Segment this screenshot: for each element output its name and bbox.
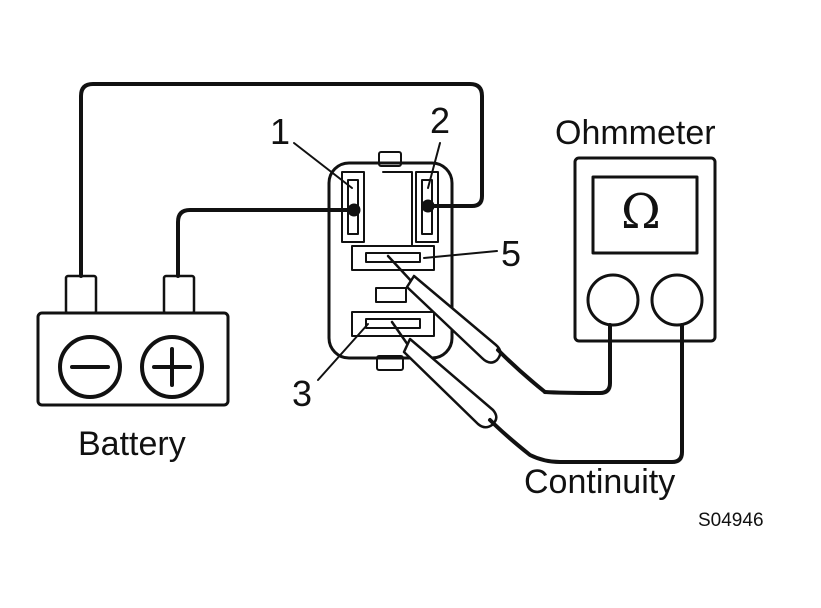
ohmmeter-display bbox=[591, 175, 699, 255]
continuity-label: Continuity bbox=[524, 463, 676, 501]
ohmmeter-label: Ohmmeter bbox=[555, 114, 716, 152]
lead-probe-5-to-meter bbox=[543, 323, 612, 395]
minus-icon bbox=[58, 335, 122, 399]
terminal-1-connection bbox=[347, 203, 361, 217]
terminal-2-connection bbox=[421, 199, 435, 213]
terminal-2-label: 2 bbox=[430, 100, 451, 141]
terminal-3-slot bbox=[351, 311, 435, 337]
leader-terminal-3 bbox=[317, 323, 369, 381]
ohmmeter bbox=[573, 156, 717, 343]
terminal-5-label: 5 bbox=[501, 233, 522, 274]
wire-negative-to-terminal-2 bbox=[79, 82, 484, 278]
ohmmeter-left-jack bbox=[586, 273, 640, 327]
relay-housing bbox=[327, 161, 454, 360]
relay-center-rib bbox=[382, 171, 413, 247]
relay-middle-slot bbox=[375, 287, 407, 303]
terminal-1-slot bbox=[341, 171, 365, 243]
battery-case bbox=[36, 311, 230, 407]
terminal-2-slot bbox=[415, 171, 439, 243]
wire-positive-to-terminal-1 bbox=[176, 208, 354, 278]
lead-probe-3-to-meter bbox=[488, 323, 684, 464]
ohmmeter-body bbox=[573, 156, 717, 343]
probe-terminal-3 bbox=[390, 320, 498, 429]
relay-top-tab bbox=[378, 151, 402, 167]
terminal-3-label: 3 bbox=[292, 373, 313, 414]
probe-terminal-5 bbox=[386, 254, 547, 394]
leader-terminal-5 bbox=[423, 250, 498, 259]
terminal-5-slot bbox=[351, 245, 435, 271]
plus-icon bbox=[140, 335, 204, 399]
ohmmeter-right-jack bbox=[650, 273, 704, 327]
battery-label: Battery bbox=[78, 425, 186, 463]
leader-terminal-1 bbox=[293, 142, 353, 189]
relay-bottom-tab bbox=[376, 355, 404, 371]
battery bbox=[36, 274, 230, 407]
leader-terminal-2 bbox=[427, 142, 441, 189]
terminal-3-blade bbox=[365, 318, 421, 329]
ohm-symbol: Ω bbox=[621, 184, 661, 240]
battery-positive-post bbox=[162, 274, 196, 315]
terminal-1-label: 1 bbox=[270, 111, 291, 152]
battery-negative-post bbox=[64, 274, 98, 315]
figure-code: S04946 bbox=[698, 510, 764, 531]
